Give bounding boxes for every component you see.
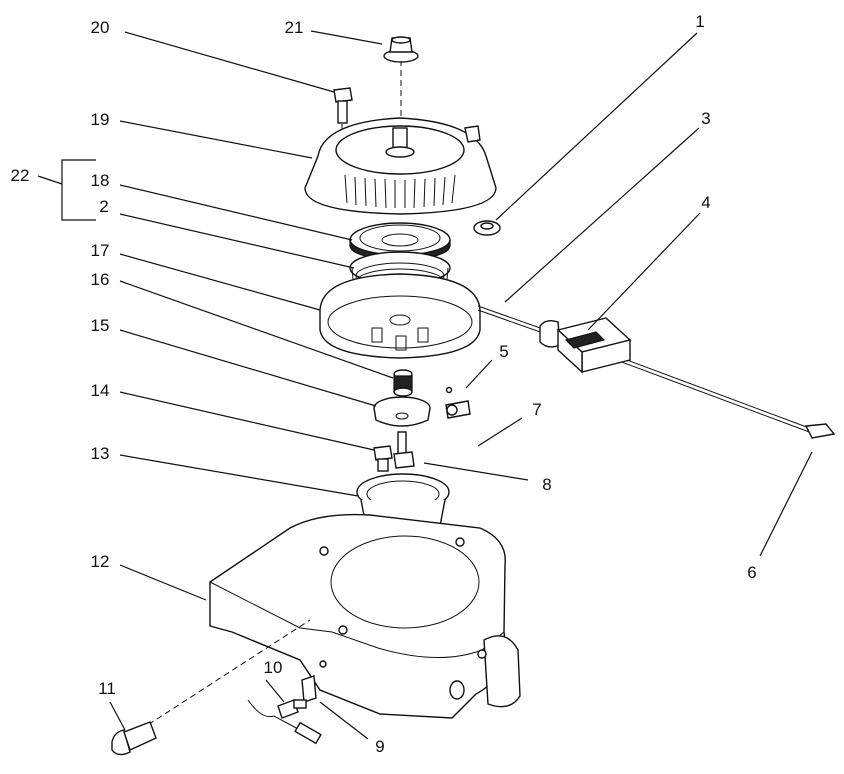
leader-lines: [37, 30, 813, 740]
part-19-starter-cover: [304, 117, 497, 215]
leader-16: [119, 280, 394, 379]
leader-19: [119, 120, 313, 159]
leader-12: [119, 564, 207, 601]
callout-12: 12: [91, 552, 110, 571]
leader-21: [310, 30, 383, 45]
callout-20: 20: [91, 18, 110, 37]
part-11-bolt: [111, 619, 311, 756]
callout-7: 7: [532, 400, 541, 419]
part-14-screw: [373, 445, 393, 472]
leader-2: [119, 213, 355, 269]
leader-17: [119, 253, 321, 311]
leader-1: [495, 32, 698, 221]
part-9-clip: [301, 675, 317, 703]
callout-9: 9: [375, 737, 384, 756]
leader-22: [37, 175, 63, 185]
part-3-rope: [477, 305, 821, 433]
callout-13: 13: [91, 444, 110, 463]
callout-17: 17: [91, 241, 110, 260]
callout-21: 21: [285, 18, 304, 37]
leader-18: [119, 184, 353, 241]
leader-14: [119, 391, 375, 451]
callout-1: 1: [695, 12, 704, 31]
part-5-pawl: [445, 386, 471, 419]
callout-5: 5: [499, 342, 508, 361]
part-15-pawl-cup: [373, 396, 431, 427]
leader-8: [423, 462, 529, 481]
part-17-starter-cup: [319, 273, 481, 359]
callout-labels: 1 2 3 4 5 6 7 8 9 10 11 12 13 14 15 16 1…: [11, 12, 757, 756]
parts-illustration: [111, 36, 836, 756]
callout-19: 19: [91, 110, 110, 129]
callout-11: 11: [98, 679, 116, 698]
part-21-flange-nut: [383, 36, 419, 63]
leader-9: [319, 701, 369, 740]
part-12-blower-housing: [209, 513, 521, 719]
leader-20: [124, 31, 335, 93]
leader-4: [587, 212, 701, 331]
callout-4: 4: [701, 193, 710, 212]
callout-14: 14: [91, 381, 110, 400]
part-1-washer: [473, 220, 501, 236]
callout-16: 16: [91, 270, 110, 289]
leader-15: [119, 329, 377, 407]
bracket-22: [61, 159, 96, 221]
leader-3: [504, 127, 700, 303]
part-10-screw: [247, 699, 322, 745]
callout-2: 2: [99, 197, 108, 216]
leader-13: [119, 454, 359, 497]
leader-10: [265, 679, 285, 703]
callout-6: 6: [747, 563, 756, 582]
callout-8: 8: [542, 475, 551, 494]
leader-6: [759, 451, 813, 557]
part-3-rope-edge: [477, 309, 821, 437]
part-4-handle: [539, 317, 632, 374]
part-16-spring: [393, 369, 413, 397]
leader-5: [465, 359, 493, 389]
leader-11: [109, 701, 126, 731]
callout-18: 18: [91, 171, 110, 190]
callout-22: 22: [11, 166, 30, 185]
part-6-rope-clip: [804, 423, 836, 439]
callout-15: 15: [91, 316, 110, 335]
callout-3: 3: [701, 109, 710, 128]
part-8-screw: [393, 431, 415, 469]
callout-10: 10: [264, 658, 283, 677]
leader-7: [477, 417, 523, 447]
